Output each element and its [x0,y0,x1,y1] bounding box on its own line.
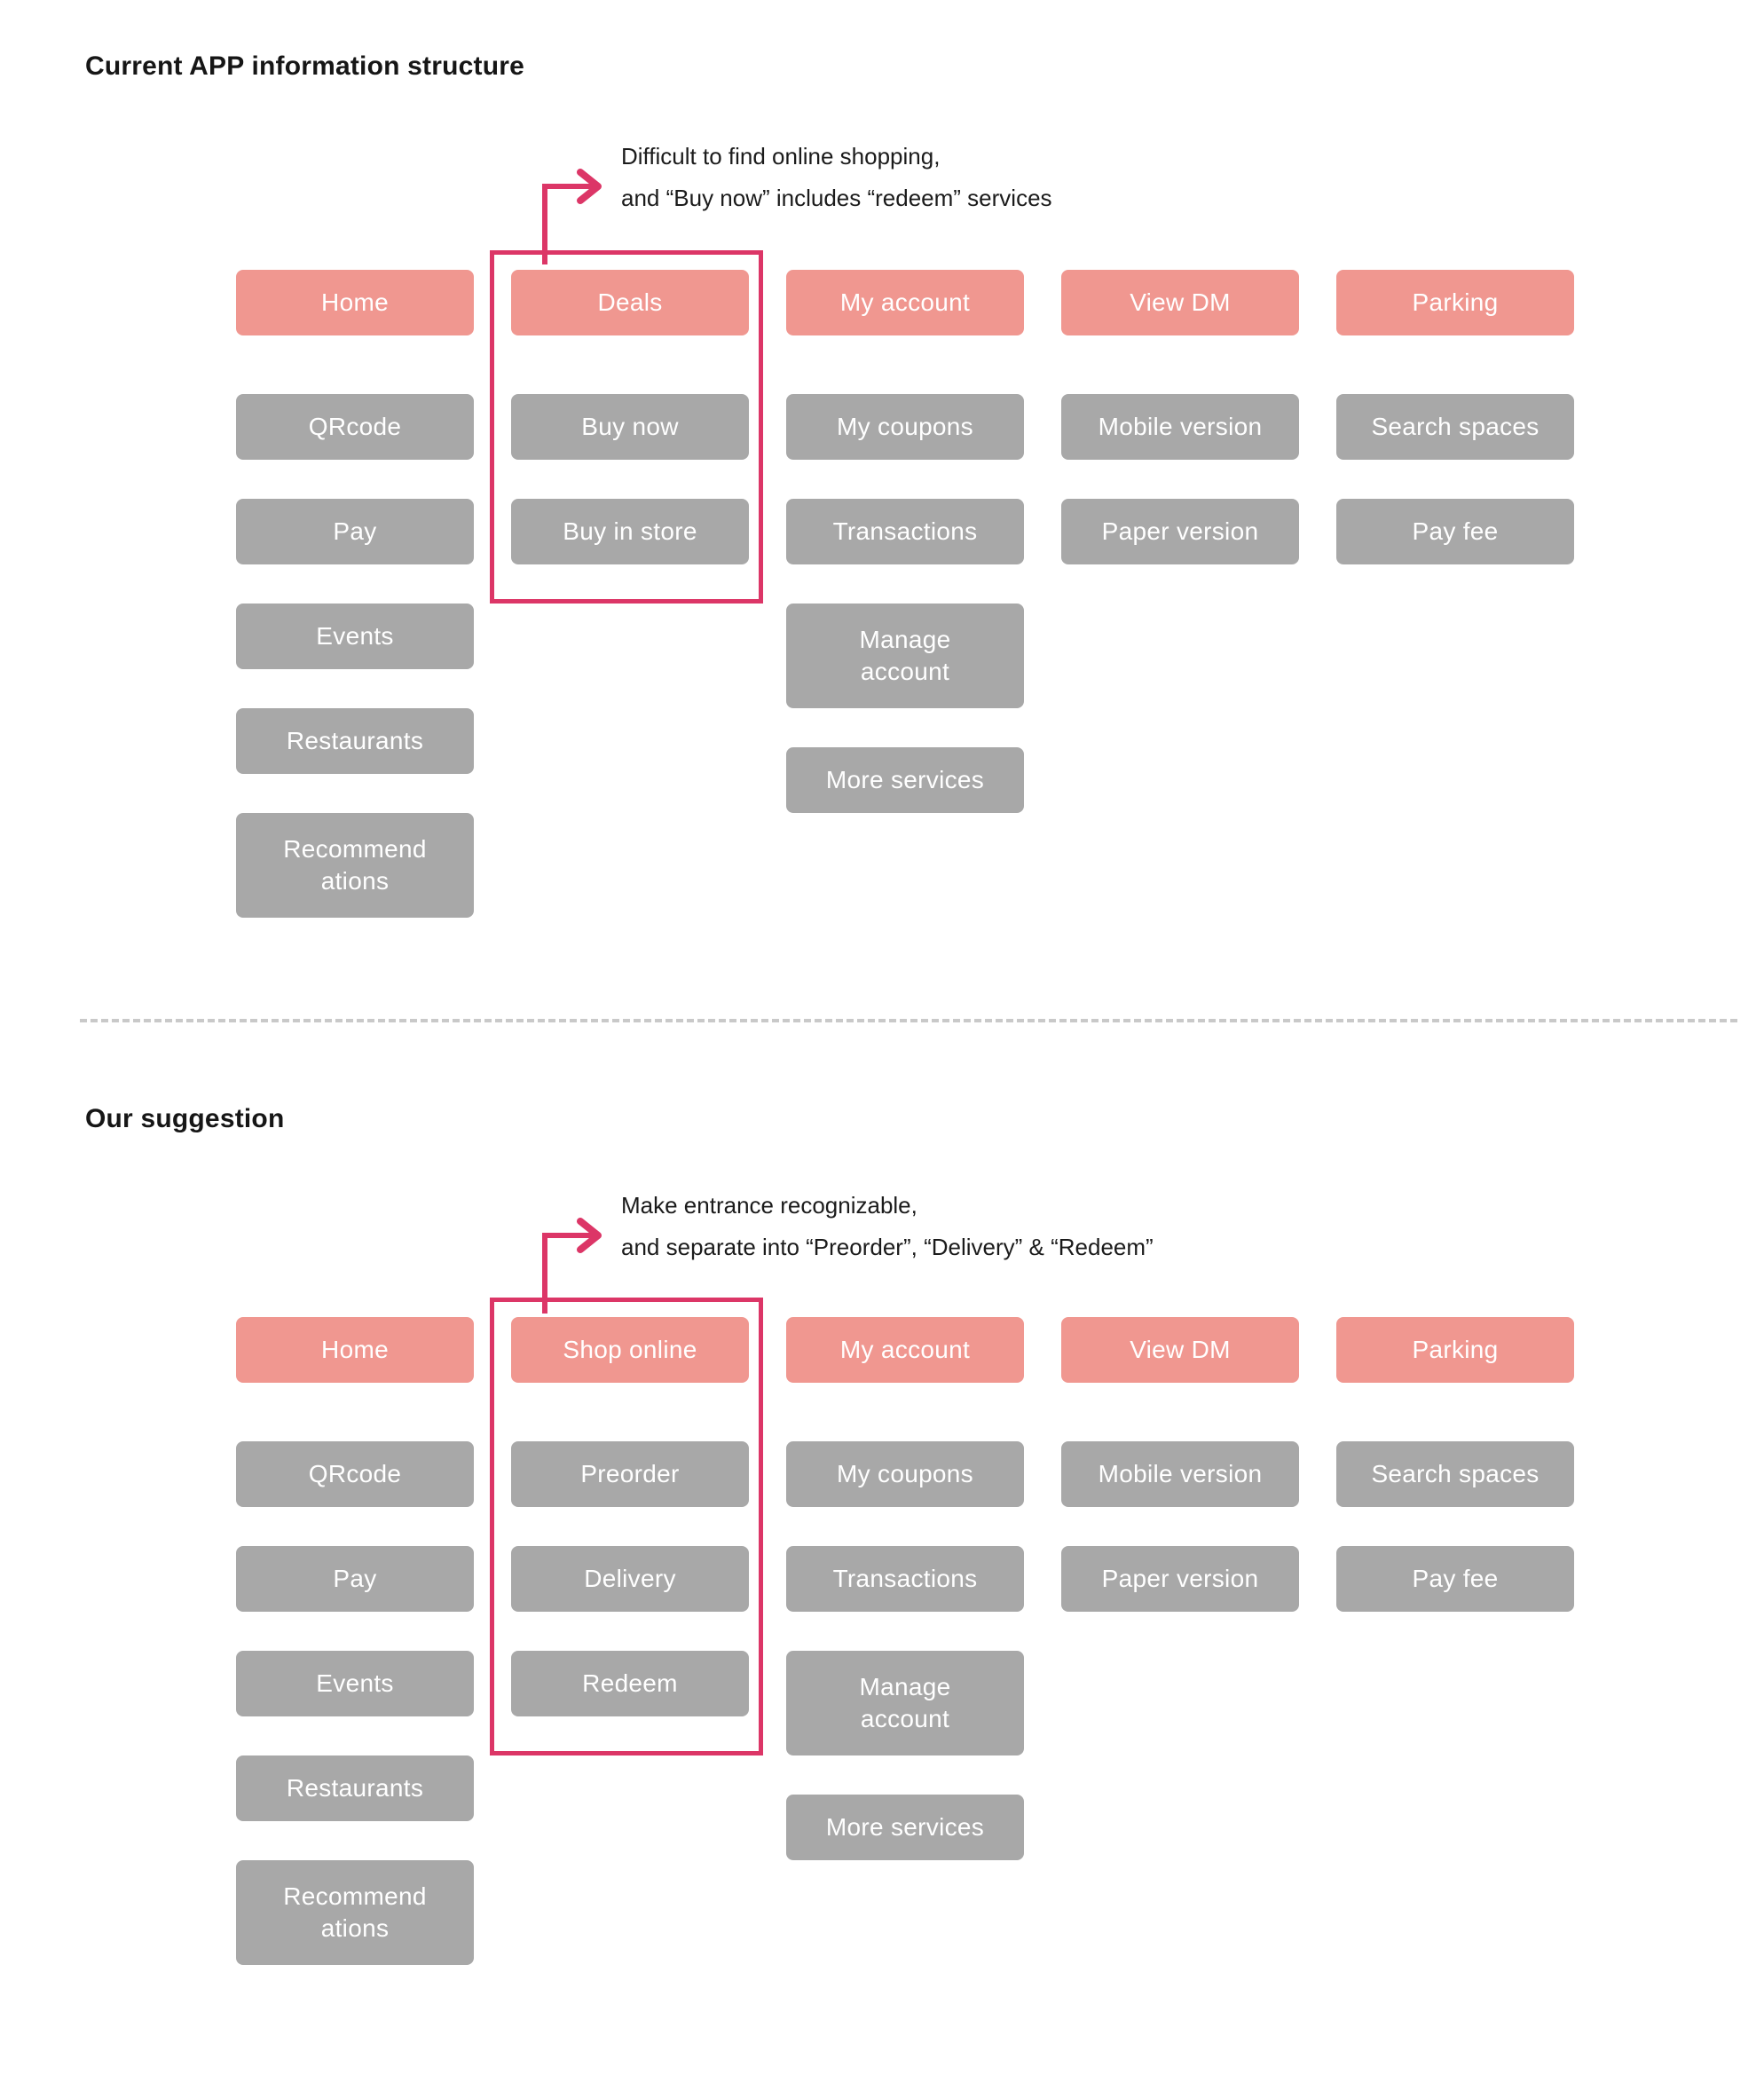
callout-line-2: and “Buy now” includes “redeem” services [621,185,1052,212]
node-parking-root[interactable]: Parking [1336,270,1574,335]
callout-arrow-icon [542,1218,602,1314]
node-my-coupons[interactable]: My coupons [786,1441,1024,1507]
section-divider [80,1019,1737,1022]
node-pay-fee[interactable]: Pay fee [1336,499,1574,564]
node-more-services[interactable]: More services [786,747,1024,813]
node-events[interactable]: Events [236,1651,474,1716]
node-buy-now[interactable]: Buy now [511,394,749,460]
node-my-account-root[interactable]: My account [786,270,1024,335]
node-my-account-root[interactable]: My account [786,1317,1024,1383]
node-view-dm-root[interactable]: View DM [1061,270,1299,335]
page-title-current: Current APP information structure [85,51,524,81]
node-more-services[interactable]: More services [786,1795,1024,1860]
node-shop-online-root[interactable]: Shop online [511,1317,749,1383]
node-redeem[interactable]: Redeem [511,1651,749,1716]
node-manage-account[interactable]: Manage account [786,1651,1024,1755]
callout-text-suggestion: Make entrance recognizable, and separate… [621,1191,1154,1275]
node-paper-version[interactable]: Paper version [1061,499,1299,564]
node-search-spaces[interactable]: Search spaces [1336,1441,1574,1507]
node-deals-root[interactable]: Deals [511,270,749,335]
node-search-spaces[interactable]: Search spaces [1336,394,1574,460]
node-view-dm-root[interactable]: View DM [1061,1317,1299,1383]
node-parking-root[interactable]: Parking [1336,1317,1574,1383]
node-recommendations[interactable]: Recommend ations [236,1860,474,1965]
node-qrcode[interactable]: QRcode [236,394,474,460]
node-buy-in-store[interactable]: Buy in store [511,499,749,564]
column-home: Home QRcode Pay Events Restaurants Recom… [236,270,474,957]
node-pay-fee[interactable]: Pay fee [1336,1546,1574,1612]
callout-current [539,167,610,264]
node-mobile-version[interactable]: Mobile version [1061,394,1299,460]
node-preorder[interactable]: Preorder [511,1441,749,1507]
node-transactions[interactable]: Transactions [786,499,1024,564]
callout-arrow-icon [542,169,602,264]
node-recommendations[interactable]: Recommend ations [236,813,474,918]
callout-suggestion [539,1216,610,1314]
node-manage-account[interactable]: Manage account [786,604,1024,708]
node-pay[interactable]: Pay [236,1546,474,1612]
node-events[interactable]: Events [236,604,474,669]
column-parking: Parking Search spaces Pay fee [1336,270,1574,604]
callout-text-current: Difficult to find online shopping, and “… [621,142,1052,226]
callout-line-1: Difficult to find online shopping, [621,143,941,170]
node-restaurants[interactable]: Restaurants [236,708,474,774]
column-deals: Deals Buy now Buy in store [511,270,749,604]
node-home-root[interactable]: Home [236,270,474,335]
node-paper-version[interactable]: Paper version [1061,1546,1299,1612]
column-shop-online: Shop online Preorder Delivery Redeem [511,1317,749,1755]
column-my-account: My account My coupons Transactions Manag… [786,270,1024,852]
node-home-root[interactable]: Home [236,1317,474,1383]
column-view-dm: View DM Mobile version Paper version [1061,270,1299,604]
node-mobile-version[interactable]: Mobile version [1061,1441,1299,1507]
callout-line-2: and separate into “Preorder”, “Delivery”… [621,1234,1154,1261]
node-restaurants[interactable]: Restaurants [236,1755,474,1821]
column-parking: Parking Search spaces Pay fee [1336,1317,1574,1651]
callout-line-1: Make entrance recognizable, [621,1192,917,1219]
column-home: Home QRcode Pay Events Restaurants Recom… [236,1317,474,2004]
node-delivery[interactable]: Delivery [511,1546,749,1612]
node-qrcode[interactable]: QRcode [236,1441,474,1507]
node-transactions[interactable]: Transactions [786,1546,1024,1612]
node-my-coupons[interactable]: My coupons [786,394,1024,460]
node-pay[interactable]: Pay [236,499,474,564]
page-title-suggestion: Our suggestion [85,1104,285,1133]
column-view-dm: View DM Mobile version Paper version [1061,1317,1299,1651]
column-my-account: My account My coupons Transactions Manag… [786,1317,1024,1899]
